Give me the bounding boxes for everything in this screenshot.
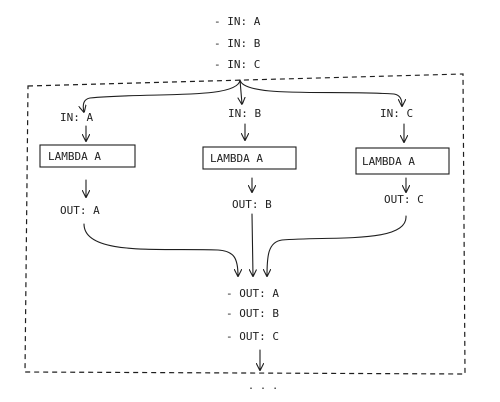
branch-b-lambda-label: LAMBDA A [210, 152, 263, 165]
output-list-item-a: - OUT: A [226, 287, 279, 300]
continuation-dots: . . . [248, 381, 278, 392]
output-list-item-c: - OUT: C [226, 330, 279, 343]
fanout-arrow-b [240, 79, 242, 104]
branch-a-lambda-box [39, 144, 136, 168]
fanout-arrow-a [83, 79, 241, 112]
branch-b-output: OUT: B [232, 198, 272, 211]
branch-a-input: IN: A [60, 111, 93, 124]
branch-c-output: OUT: C [384, 193, 424, 206]
input-list-item-a: - IN: A [214, 15, 261, 28]
output-list-item-b: - OUT: B [226, 307, 279, 320]
branch-a-output: OUT: A [60, 204, 100, 217]
input-list-item-b: - IN: B [214, 37, 261, 50]
branch-a-lambda-label: LAMBDA A [48, 150, 101, 163]
converge-arrow-b [252, 213, 253, 276]
fanout-arrow-c [239, 79, 402, 106]
input-list-item-c: - IN: C [214, 58, 260, 71]
converge-arrow-a [83, 223, 238, 276]
branch-c-lambda-box [355, 147, 450, 175]
map-boundary [24, 73, 466, 375]
branch-b-lambda-box [202, 146, 297, 170]
converge-arrow-c [267, 215, 407, 276]
branch-c-input: IN: C [380, 107, 413, 120]
branch-c-lambda-label: LAMBDA A [362, 155, 415, 168]
branch-b-input: IN: B [228, 107, 261, 120]
